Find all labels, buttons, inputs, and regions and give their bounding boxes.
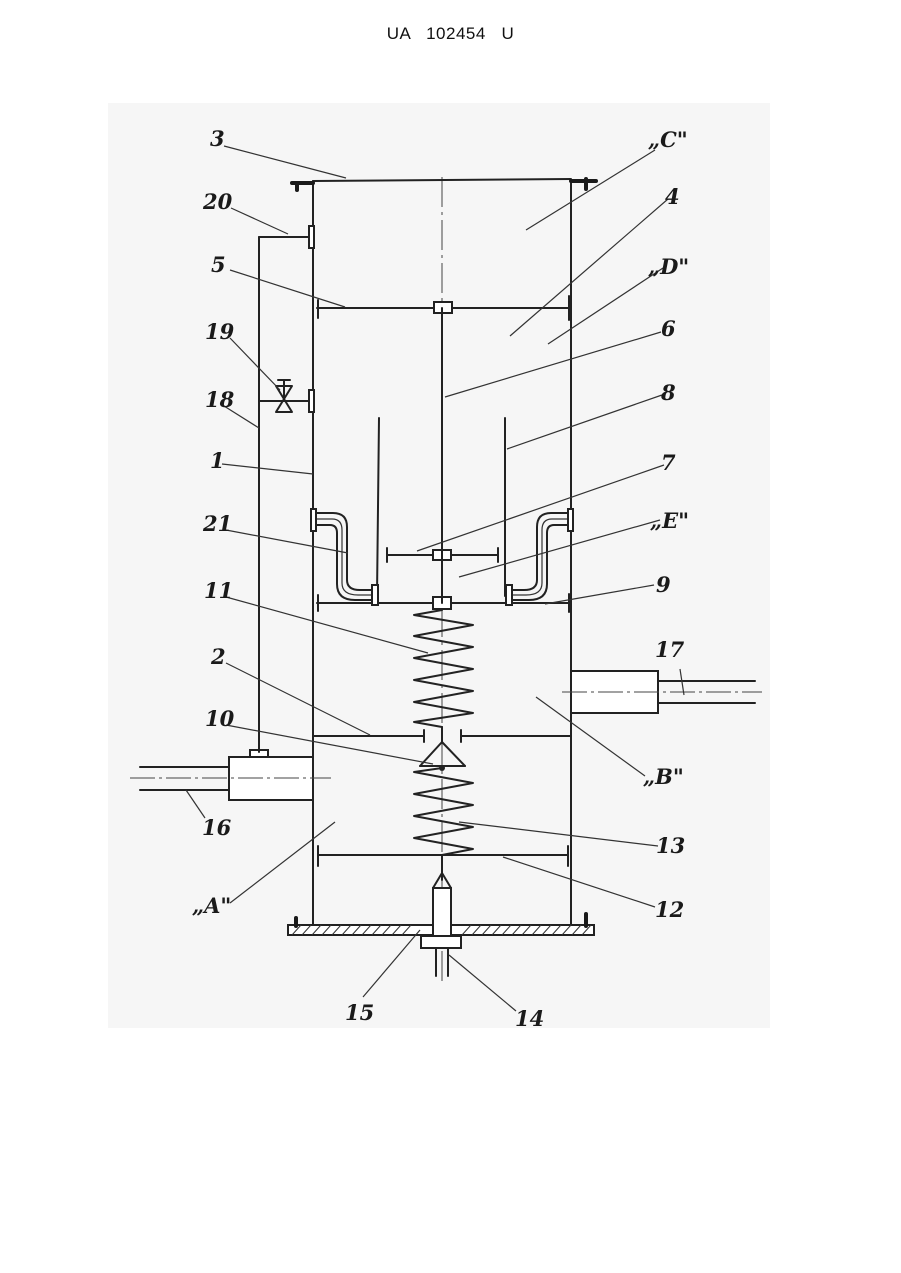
outlet-pipe (562, 671, 762, 713)
label-10: 10 (205, 706, 235, 731)
label-19: 19 (205, 319, 235, 344)
label-1: 1 (210, 448, 225, 473)
label-20: 20 (202, 189, 233, 214)
label-11: 11 (204, 578, 233, 603)
label-8: 8 (660, 380, 676, 405)
label-21: 21 (202, 511, 232, 536)
label-6: 6 (661, 316, 676, 341)
label-zone-b: „B" (643, 764, 684, 789)
label-12: 12 (655, 897, 684, 922)
label-14: 14 (515, 1006, 544, 1031)
leader-lines (186, 146, 684, 1011)
upper-spring (414, 610, 473, 727)
label-16: 16 (202, 815, 232, 840)
label-zone-c: „C" (648, 127, 688, 152)
label-zone-a: „A" (192, 893, 231, 918)
label-zone-e: „E" (650, 508, 689, 533)
bypass-line (259, 226, 314, 752)
label-3: 3 (210, 126, 225, 151)
adjuster (421, 855, 461, 976)
label-7: 7 (661, 450, 676, 475)
label-4: 4 (665, 184, 680, 209)
inlet-pipe (130, 750, 331, 800)
label-9: 9 (656, 572, 671, 597)
lower-spring (414, 768, 473, 855)
label-18: 18 (205, 387, 235, 412)
label-17: 17 (655, 637, 685, 662)
label-13: 13 (656, 833, 685, 858)
label-2: 2 (210, 644, 226, 669)
label-zone-d: „D" (648, 254, 689, 279)
label-15: 15 (345, 1000, 374, 1025)
label-5: 5 (211, 252, 226, 277)
